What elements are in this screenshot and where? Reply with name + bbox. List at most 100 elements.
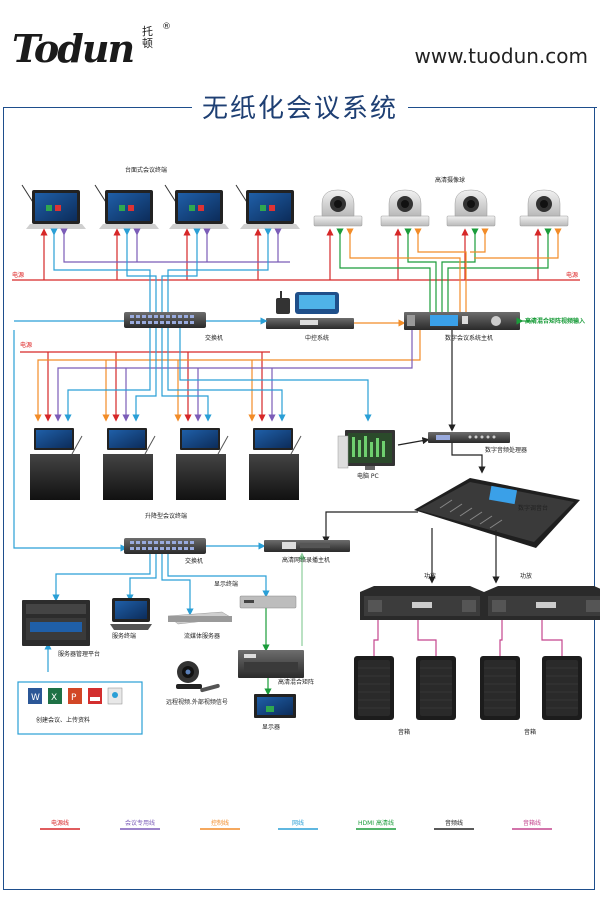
speaker-right-label: 音箱 xyxy=(524,728,536,736)
display-terminal-device xyxy=(239,595,297,609)
desktop-terminal-label: 台面式会议终端 xyxy=(125,166,167,174)
legend-label: 网线 xyxy=(292,819,304,827)
camera-device xyxy=(313,189,363,227)
lift-terminal-label: 升降型会议终端 xyxy=(145,512,187,520)
legend-item: 音箱线 xyxy=(512,819,552,830)
pc-device xyxy=(337,430,395,470)
image-icon xyxy=(107,687,123,705)
speakers xyxy=(354,656,582,720)
diagram-frame xyxy=(3,108,595,890)
amplifiers xyxy=(360,586,600,620)
amp-left-label: 功放 xyxy=(424,572,436,580)
speaker-device xyxy=(542,656,582,720)
legend-label: 控制线 xyxy=(211,819,229,827)
legend-label: 音频线 xyxy=(445,819,463,827)
speaker-device xyxy=(416,656,456,720)
page-title: 无纸化会议系统 xyxy=(0,88,600,125)
host-device xyxy=(404,312,520,330)
desktop-terminal xyxy=(235,184,300,229)
processor-to-mixer-line xyxy=(451,443,486,474)
svg-text:X: X xyxy=(51,693,57,703)
streaming-server-device xyxy=(167,611,233,625)
bottom-wiring xyxy=(44,552,306,696)
power-label-mid: 电源 xyxy=(20,341,32,349)
hd-matrix-device xyxy=(238,650,304,678)
lift-terminals xyxy=(30,428,302,500)
speaker-wiring xyxy=(373,620,563,656)
power-label-left: 电源 xyxy=(12,271,24,279)
amp-right-label: 功放 xyxy=(520,572,532,580)
speaker-device xyxy=(354,656,394,720)
legend-item: HDMI 高清线 xyxy=(356,819,396,830)
record-host-label: 高清网络录播主机 xyxy=(282,556,330,564)
hd-matrix-label: 高清混合矩阵 xyxy=(278,678,314,686)
lift-terminal xyxy=(103,428,156,500)
display-label: 显示器 xyxy=(262,724,280,731)
desktop-terminal xyxy=(21,184,86,229)
legend-label: HDMI 高清线 xyxy=(358,819,394,827)
remote-camera-device xyxy=(176,661,220,693)
lift-terminal xyxy=(249,428,302,500)
switch-top-device xyxy=(124,312,206,328)
desktop-terminal xyxy=(94,184,159,229)
power-label-right: 电源 xyxy=(566,271,578,279)
server-platform-device xyxy=(22,600,90,646)
service-terminal-label: 服务终端 xyxy=(112,632,136,640)
excel-icon: X xyxy=(48,688,62,704)
legend: 电源线 会议专用线 控制线 网线 HDMI 高清线 音频线 音箱线 xyxy=(40,819,552,830)
brand-logo: Todun 托顿 ® xyxy=(12,22,172,71)
speaker-left-label: 音箱 xyxy=(398,728,410,736)
middle-wiring: 电源 xyxy=(13,320,456,552)
lift-terminal xyxy=(176,428,229,500)
logo-registered-mark: ® xyxy=(162,22,171,32)
audio-processor-device xyxy=(428,432,510,443)
top-left-wiring: 电源 xyxy=(12,228,310,312)
camera-device xyxy=(519,189,569,227)
camera-device xyxy=(446,189,496,227)
matrix-input-label: 高清混合矩阵视频输入 xyxy=(525,317,585,325)
server-platform-label: 服务器管理平台 xyxy=(58,650,100,658)
word-icon: W xyxy=(28,688,42,704)
switch-top-label: 交换机 xyxy=(205,334,223,342)
powerpoint-icon: P xyxy=(68,688,82,704)
central-control-label: 中控系统 xyxy=(305,334,329,342)
legend-item: 网线 xyxy=(278,819,318,830)
record-host-device xyxy=(264,540,350,552)
switch-bottom-label: 交换机 xyxy=(185,557,203,565)
amplifier-device xyxy=(484,586,600,620)
pc-label: 电脑 PC xyxy=(357,472,379,480)
legend-item: 音频线 xyxy=(434,819,474,830)
website-url[interactable]: www.tuodun.com xyxy=(414,44,588,68)
hd-camera-label: 高清摄像球 xyxy=(435,176,465,184)
legend-label: 音箱线 xyxy=(523,819,541,827)
switch-bottom-device xyxy=(124,538,206,554)
audio-processor-label: 数字音频处理器 xyxy=(485,446,527,454)
camera-device xyxy=(380,189,430,227)
legend-label: 会议专用线 xyxy=(125,819,155,827)
speaker-device xyxy=(480,656,520,720)
logo-chinese: 托顿 xyxy=(142,25,153,50)
pdf-icon xyxy=(88,688,102,704)
svg-text:W: W xyxy=(31,693,40,703)
legend-label: 电源线 xyxy=(51,819,69,827)
legend-item: 电源线 xyxy=(40,819,80,830)
central-control-device xyxy=(266,291,354,329)
mixer-label: 数字调音台 xyxy=(518,504,548,512)
remote-video-label: 远程视频.外部视频信号 xyxy=(166,698,228,706)
pc-to-processor-line xyxy=(397,437,430,446)
display-device xyxy=(254,694,296,718)
desktop-terminals xyxy=(21,184,300,229)
legend-item: 会议专用线 xyxy=(120,819,160,830)
create-meeting-label: 创建会议、上传资料 xyxy=(36,716,90,724)
svg-text:P: P xyxy=(71,693,77,703)
lift-terminal xyxy=(30,428,83,500)
top-right-wiring: 电源 xyxy=(310,228,580,312)
mixer-wiring xyxy=(322,511,500,584)
desktop-terminal xyxy=(164,184,229,229)
file-panel: W X P xyxy=(17,681,143,735)
logo-text: Todun xyxy=(12,26,135,71)
service-terminal-device xyxy=(110,598,152,630)
streaming-server-label: 流媒体服务器 xyxy=(184,632,220,640)
legend-item: 控制线 xyxy=(200,819,240,830)
